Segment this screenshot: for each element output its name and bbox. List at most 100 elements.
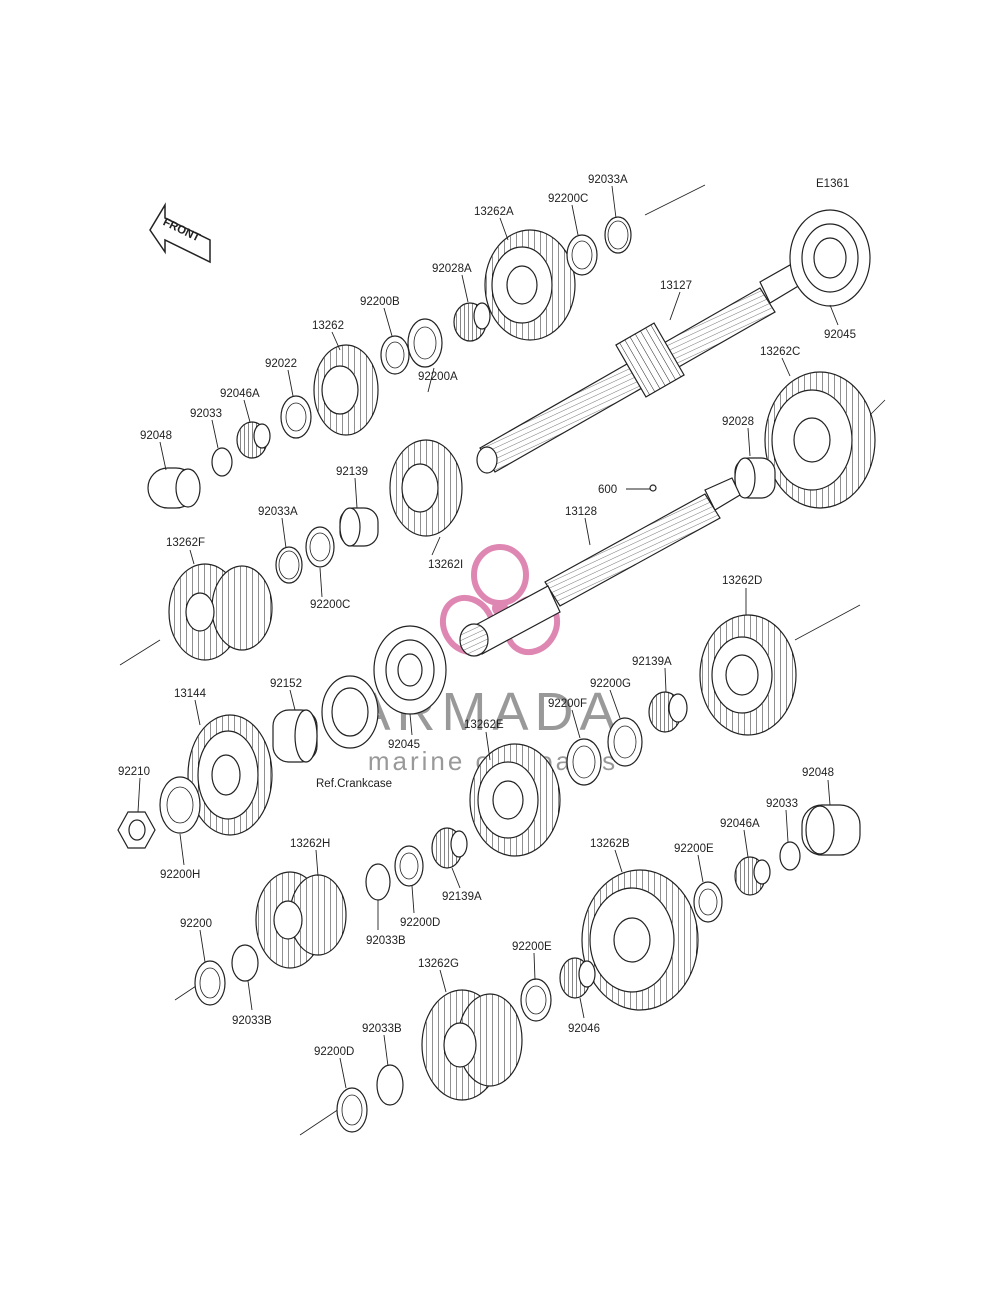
label-92033A-mid: 92033A [258,506,298,518]
label-92139A-bot: 92139A [442,891,482,903]
needle-bearing-92046 [559,957,596,999]
washer-92200A [407,318,443,368]
label-92152: 92152 [270,678,302,690]
label-13262G: 13262G [418,958,459,970]
washer-92200G [607,717,643,767]
ref-crankcase-note: Ref.Crankcase [316,778,392,790]
washer-92200E-b [520,978,552,1022]
washer-92200H [159,776,201,834]
circlip-92033B-b [231,944,259,982]
label-13262B: 13262B [590,838,630,850]
bearing-92045-top [789,209,871,307]
circlip-92033B-c [376,1064,404,1106]
front-arrow-icon: FRONT [149,202,211,264]
bushing-92048-top [147,467,201,509]
label-92200A: 92200A [418,371,458,383]
label-13262H: 13262H [290,838,330,850]
needle-bearing-92139A-top [648,691,688,733]
label-92200E-a: 92200E [674,843,714,855]
circlip-92033A-top [604,216,632,254]
bearing-92045-mid [373,625,447,715]
label-13262C: 13262C [760,346,800,358]
label-92033B-b: 92033B [232,1015,272,1027]
gear-13262 [313,344,379,436]
needle-bearing-92139A-bot [431,827,468,869]
label-92045-mid: 92045 [388,739,420,751]
label-92200D-b: 92200D [314,1046,354,1058]
label-13127: 13127 [660,280,692,292]
gear-13262I [389,439,463,537]
label-92046: 92046 [568,1023,600,1035]
needle-bearing-92028 [734,457,776,499]
washer-92200D-b [336,1087,368,1133]
gear-13262F [168,563,273,661]
label-13262D: 13262D [722,575,762,587]
label-92200D-a: 92200D [400,917,440,929]
label-92033B-c: 92033B [362,1023,402,1035]
label-92200B: 92200B [360,296,400,308]
washer-92200C-mid [305,526,335,568]
label-92200G: 92200G [590,678,631,690]
label-13128: 13128 [565,506,597,518]
label-13262I: 13262I [428,559,463,571]
washer-92200D-a [394,845,424,887]
needle-bearing-92046A-bot [734,856,771,896]
washer-92200B [380,335,410,375]
label-92200F: 92200F [548,698,587,710]
shaft-13127 [476,264,801,474]
label-92033-bot: 92033 [766,798,798,810]
label-13144: 13144 [174,688,207,700]
circlip-92033-bot [779,841,801,871]
washer-92200E-a [693,881,723,923]
nut-92210 [117,811,156,849]
label-92200E-b: 92200E [512,941,552,953]
label-13262E: 13262E [464,719,504,731]
label-92210: 92210 [118,766,150,778]
gear-13262B [581,869,699,1011]
label-92200C-top: 92200C [548,193,588,205]
label-92028: 92028 [722,416,754,428]
label-92033B-a: 92033B [366,935,406,947]
label-600: 600 [598,484,617,496]
diagram-code: E1361 [816,178,849,190]
washer-92200F [566,738,602,786]
label-92139: 92139 [336,466,368,478]
label-92200C-mid: 92200C [310,599,350,611]
needle-bearing-92046A-top [236,421,271,459]
label-92033-top: 92033 [190,408,222,420]
label-92046A-bot: 92046A [720,818,760,830]
bushing-92048-bot [801,804,861,856]
label-13262A: 13262A [474,206,514,218]
label-92200H: 92200H [160,869,200,881]
label-92045-top: 92045 [824,329,856,341]
label-92048-top: 92048 [140,430,172,442]
leader-lines [137,185,839,1089]
label-92028A: 92028A [432,263,472,275]
washer-92022 [280,395,312,439]
circlip-92033A-mid [275,546,303,584]
gear-13262E [469,743,561,857]
gear-13262D [699,614,797,736]
bushing-92139 [339,507,379,547]
label-92033A-top: 92033A [588,174,628,186]
oil-seal-ref-crankcase [321,675,379,749]
circlip-92033B-a [365,863,391,901]
circlip-92033-top [211,447,233,477]
shaft-13128 [459,477,741,657]
label-92139A-top: 92139A [632,656,672,668]
sleeve-92152 [272,709,318,763]
gear-13262G [421,989,523,1101]
label-13262F: 13262F [166,537,205,549]
callout-600 [649,484,657,492]
sprocket-13144 [187,714,273,836]
gear-13262A [484,229,576,341]
gear-13262C [764,371,876,509]
washer-92200 [194,960,226,1006]
label-13262: 13262 [312,320,344,332]
label-92200: 92200 [180,918,212,930]
label-92022: 92022 [265,358,297,370]
gear-13262H [255,871,347,969]
washer-92200C-top [566,234,598,276]
label-92046A-top: 92046A [220,388,260,400]
